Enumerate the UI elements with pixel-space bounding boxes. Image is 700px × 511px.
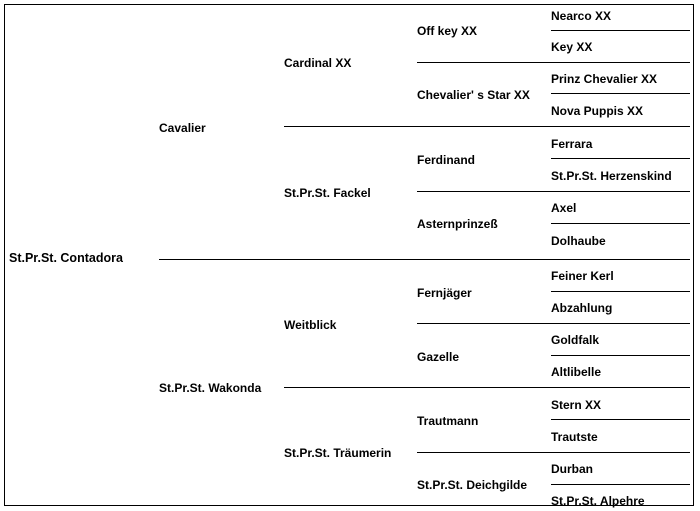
g4-name-5: Ferrara (551, 137, 593, 151)
g3-name-4: Asternprinzeß (417, 217, 498, 231)
separator-line (551, 484, 690, 485)
g3-name-5: Fernjäger (417, 286, 472, 300)
g4-name-12: Altlibelle (551, 365, 602, 379)
g4-name-9: Feiner Kerl (551, 269, 614, 283)
separator-line (284, 126, 690, 127)
separator-line (551, 355, 690, 356)
separator-line (551, 419, 690, 420)
g4-name-8: Dolhaube (551, 234, 606, 248)
g4-name-11: Goldfalk (551, 333, 600, 347)
separator-line (417, 323, 690, 324)
g3-name-7: Trautmann (417, 414, 479, 428)
g3-name-2: Chevalier' s Star XX (417, 88, 530, 102)
g4-name-14: Trautste (551, 430, 598, 444)
separator-line (417, 62, 690, 63)
separator-line (551, 158, 690, 159)
separator-line (284, 387, 690, 388)
pedigree-chart: St.Pr.St. Contadora Cavalier St.Pr.St. W… (4, 4, 694, 508)
g4-name-16: St.Pr.St. Alpehre (551, 494, 645, 508)
g4-name-10: Abzahlung (551, 301, 613, 315)
g4-name-6: St.Pr.St. Herzenskind (551, 169, 672, 183)
subject-name: St.Pr.St. Contadora (9, 251, 123, 265)
g4-name-7: Axel (551, 201, 577, 215)
sire-dam-name: St.Pr.St. Fackel (284, 186, 371, 200)
g4-name-3: Prinz Chevalier XX (551, 72, 658, 86)
g3-name-6: Gazelle (417, 350, 460, 364)
sire-name: Cavalier (159, 121, 206, 135)
g4-name-1: Nearco XX (551, 9, 612, 23)
g3-name-8: St.Pr.St. Deichgilde (417, 478, 528, 492)
dam-dam-name: St.Pr.St. Träumerin (284, 446, 392, 460)
separator-line (551, 30, 690, 31)
dam-name: St.Pr.St. Wakonda (159, 381, 262, 395)
sire-sire-name: Cardinal XX (284, 56, 352, 70)
separator-line (551, 223, 690, 224)
g3-name-1: Off key XX (417, 24, 478, 38)
dam-sire-name: Weitblick (284, 318, 337, 332)
separator-line (417, 452, 690, 453)
separator-line (417, 191, 690, 192)
separator-line (551, 291, 690, 292)
separator-line (551, 93, 690, 94)
g4-name-2: Key XX (551, 40, 593, 54)
g4-name-15: Durban (551, 462, 593, 476)
g4-name-13: Stern XX (551, 398, 602, 412)
g3-name-3: Ferdinand (417, 153, 476, 167)
g4-name-4: Nova Puppis XX (551, 104, 644, 118)
separator-line (159, 259, 690, 260)
